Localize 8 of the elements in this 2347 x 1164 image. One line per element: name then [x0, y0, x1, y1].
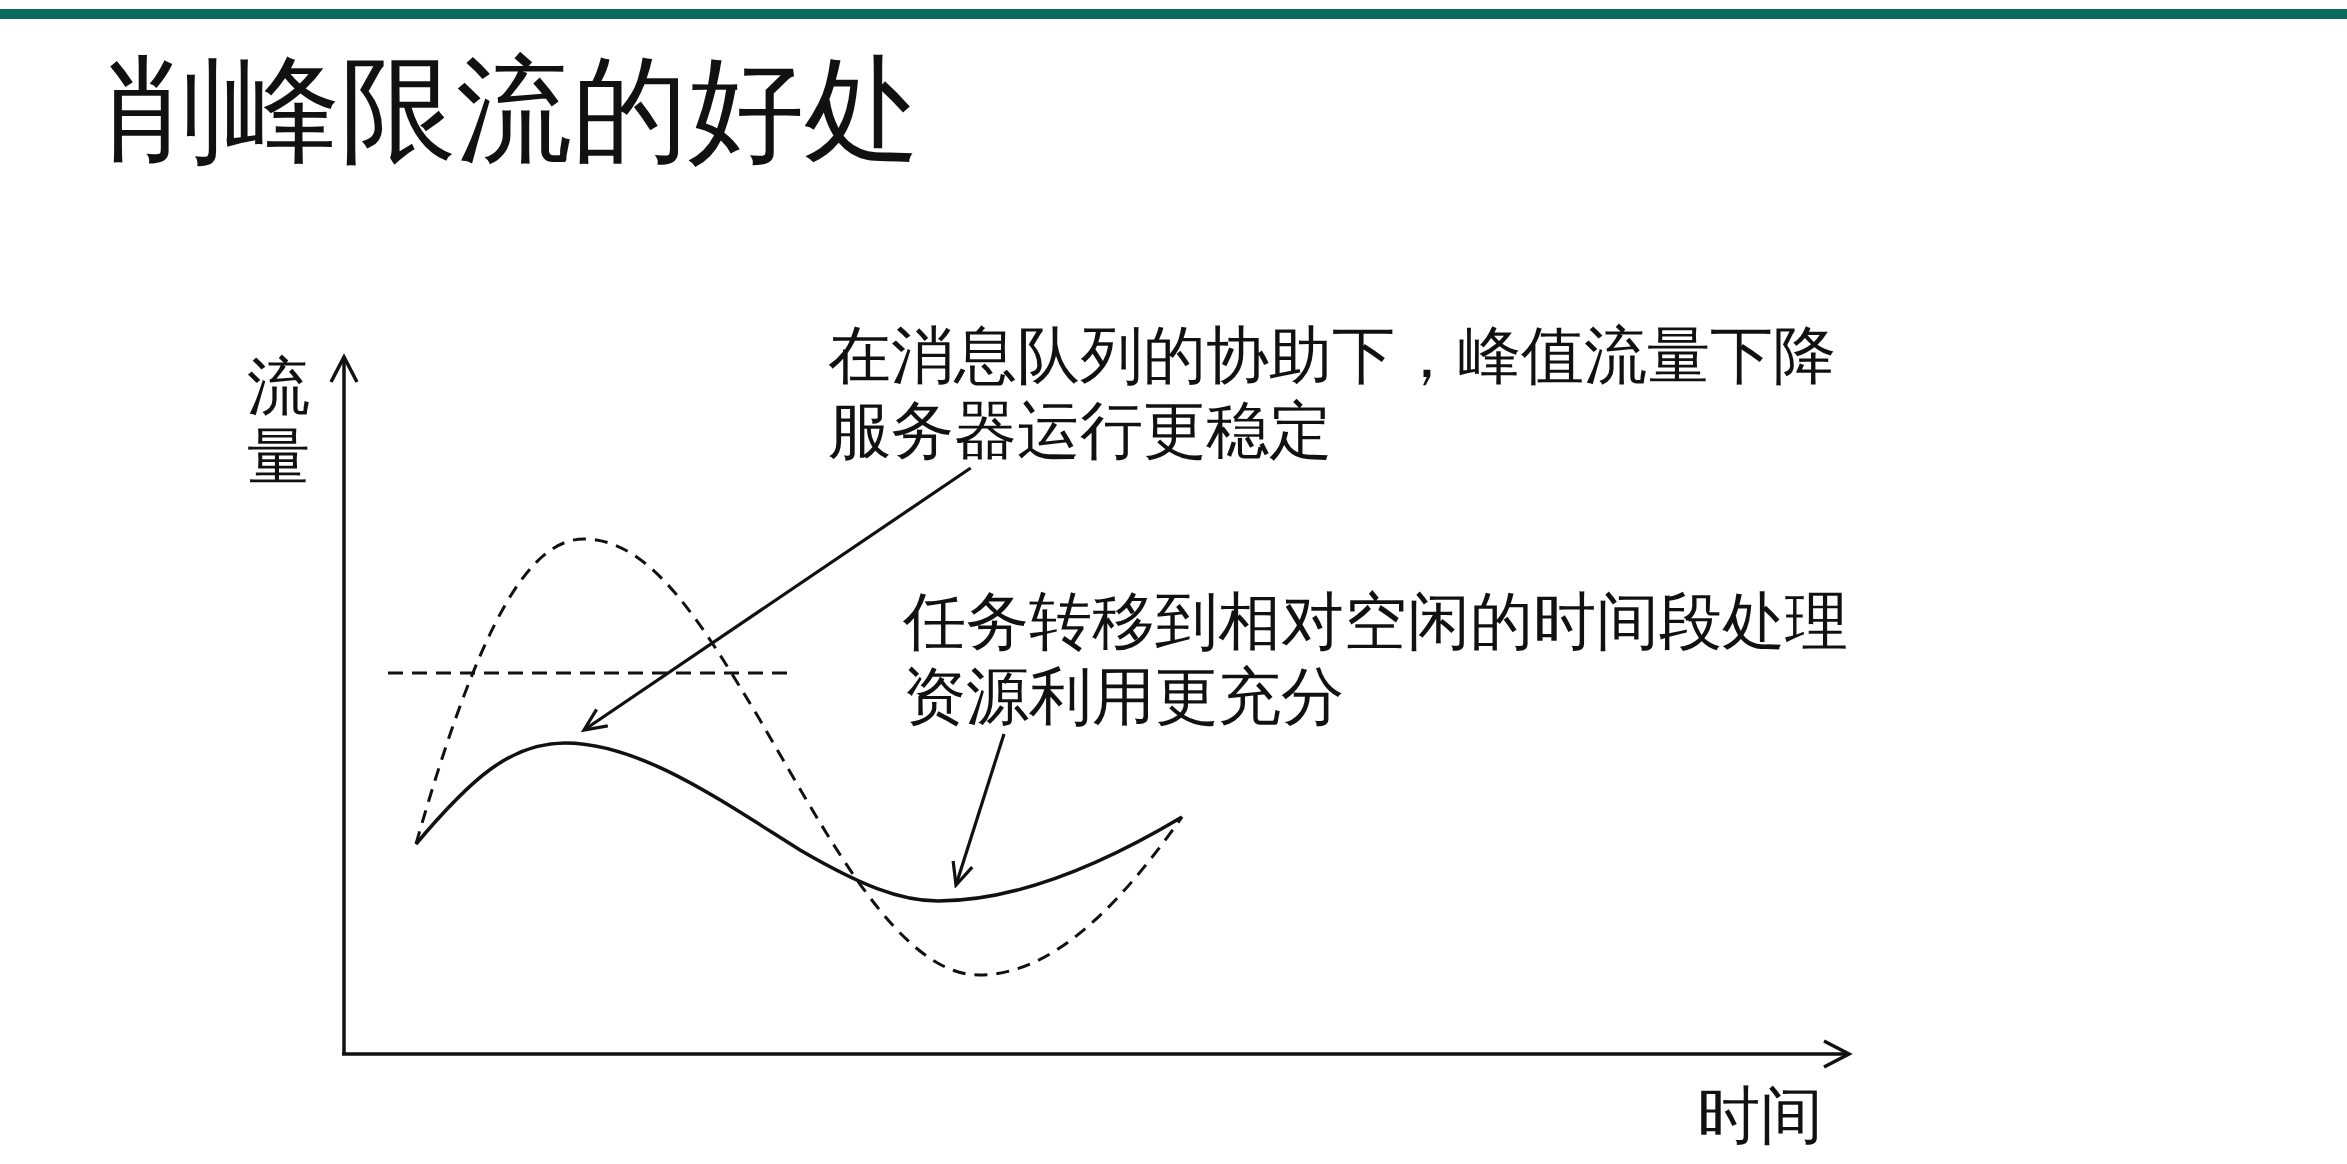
leader-arrow [951, 733, 1006, 887]
axis-label: 流量 [247, 352, 310, 492]
leader-arrow [582, 466, 972, 732]
axis-label: 时间 [1697, 1078, 1823, 1153]
callout-text: 在消息队列的协助下，峰值流量下降服务器运行更稳定 [828, 318, 1859, 468]
callout-text: 任务转移到相对空闲的时间段处理资源利用更充分 [903, 584, 1871, 734]
slide-title: 削峰限流的好处 [108, 46, 920, 174]
solid-wave-curve [414, 741, 1183, 903]
